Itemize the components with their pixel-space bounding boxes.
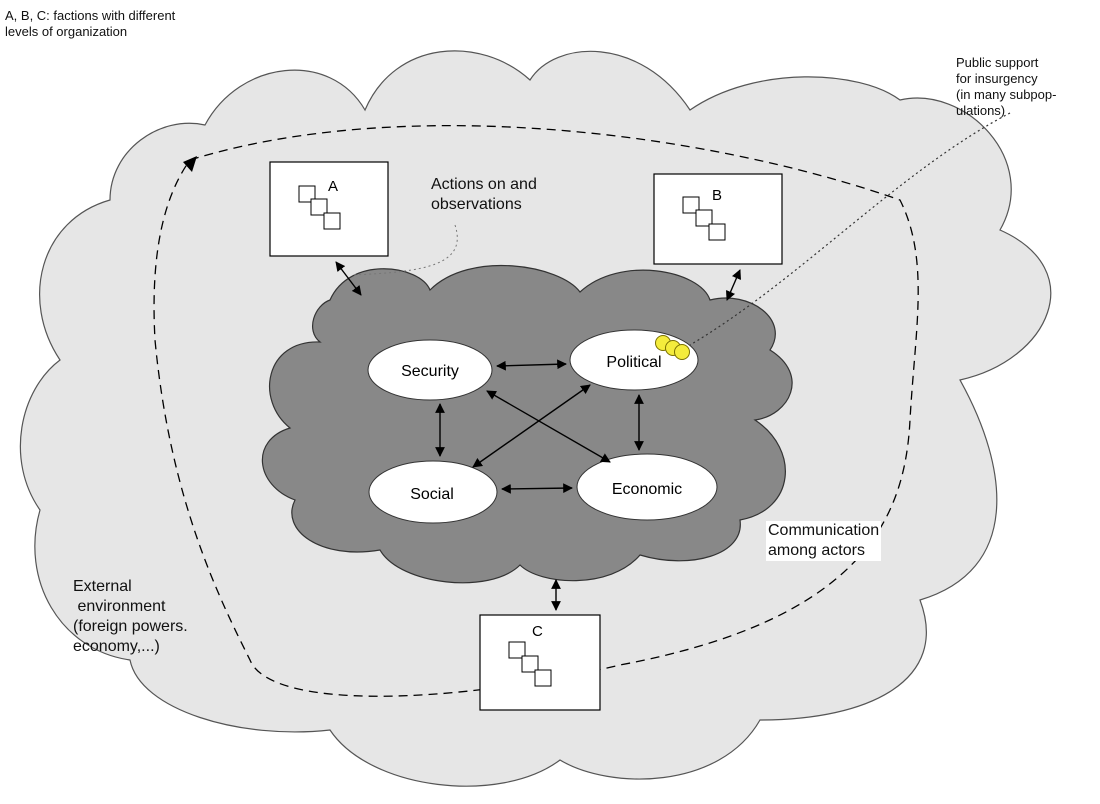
security-node: [367, 339, 493, 401]
faction-b-arrow: [726, 269, 741, 301]
communication-note: Communication among actors: [766, 521, 882, 561]
org-icon-b: [682, 196, 726, 241]
faction-b-box: [653, 173, 783, 265]
faction-c-letter: C: [532, 623, 543, 640]
org-icon-c: [508, 641, 552, 687]
economic-node: [576, 453, 718, 521]
public-support-markers: [655, 335, 690, 360]
faction-a-arrow: [335, 261, 362, 296]
economic-label: Economic: [612, 481, 682, 498]
faction-a-letter: A: [328, 178, 338, 195]
dashed-boundary-arrowhead: [183, 156, 197, 172]
security-label: Security: [401, 363, 459, 380]
factions-note: A, B, C: factions with different levels …: [5, 8, 176, 39]
political-social-arrow: [472, 384, 591, 468]
faction-a-box: [269, 161, 389, 257]
faction-b-letter: B: [712, 187, 722, 204]
social-economic-arrow: [501, 483, 573, 494]
population-cloud: [261, 264, 793, 584]
org-icon-a: [298, 185, 341, 230]
social-label: Social: [410, 486, 454, 503]
support-leader-line: [689, 112, 1011, 346]
security-political-arrow: [496, 359, 567, 371]
actions-leader-line: [351, 224, 458, 276]
public-support-note: Public support for insurgency (in many s…: [956, 55, 1057, 118]
dashed-boundary: [153, 125, 919, 697]
actions-note: Actions on and observations: [431, 176, 537, 213]
faction-c-box: [479, 614, 601, 711]
social-node: [368, 460, 498, 524]
political-label: Political: [606, 354, 661, 371]
external-environment-note: External environment (foreign powers. ec…: [73, 578, 188, 655]
